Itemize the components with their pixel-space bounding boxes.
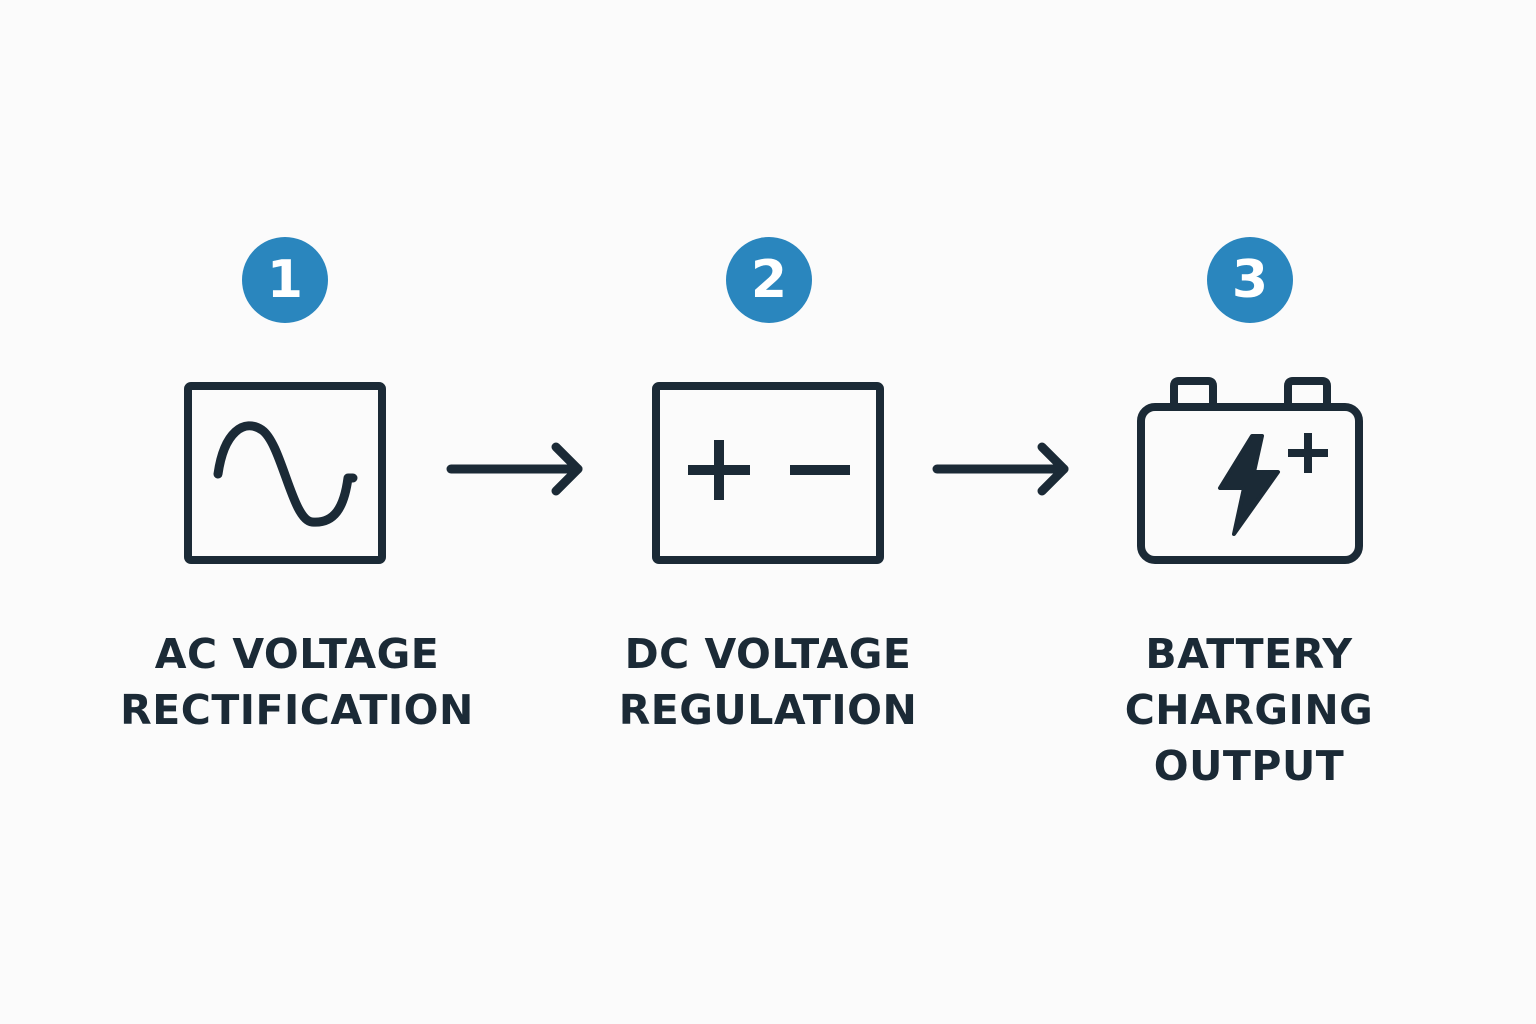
step-2-badge: 2	[726, 237, 812, 323]
step-1-label-line-1: AC VOLTAGE	[154, 630, 440, 678]
step-1-label-line-2: RECTIFICATION	[120, 686, 474, 734]
step-2-label: DC VOLTAGE REGULATION	[558, 626, 978, 738]
step-2-label-line-2: REGULATION	[618, 686, 918, 734]
step-3-label-line-3: OUTPUT	[1153, 742, 1345, 790]
arrow-right-icon	[444, 440, 589, 505]
battery-charging-icon	[1136, 376, 1364, 571]
ac-sine-wave-icon	[184, 382, 386, 569]
step-2-label-line-1: DC VOLTAGE	[624, 630, 912, 678]
dc-plus-minus-icon	[652, 382, 884, 569]
step-1-label: AC VOLTAGE RECTIFICATION	[87, 626, 507, 738]
step-3-label: BATTERY CHARGING OUTPUT	[1039, 626, 1459, 794]
step-3-label-line-2: CHARGING	[1124, 686, 1374, 734]
arrow-right-icon	[930, 440, 1075, 505]
step-3-label-line-1: BATTERY	[1145, 630, 1353, 678]
step-3-badge: 3	[1207, 237, 1293, 323]
step-1-badge: 1	[242, 237, 328, 323]
